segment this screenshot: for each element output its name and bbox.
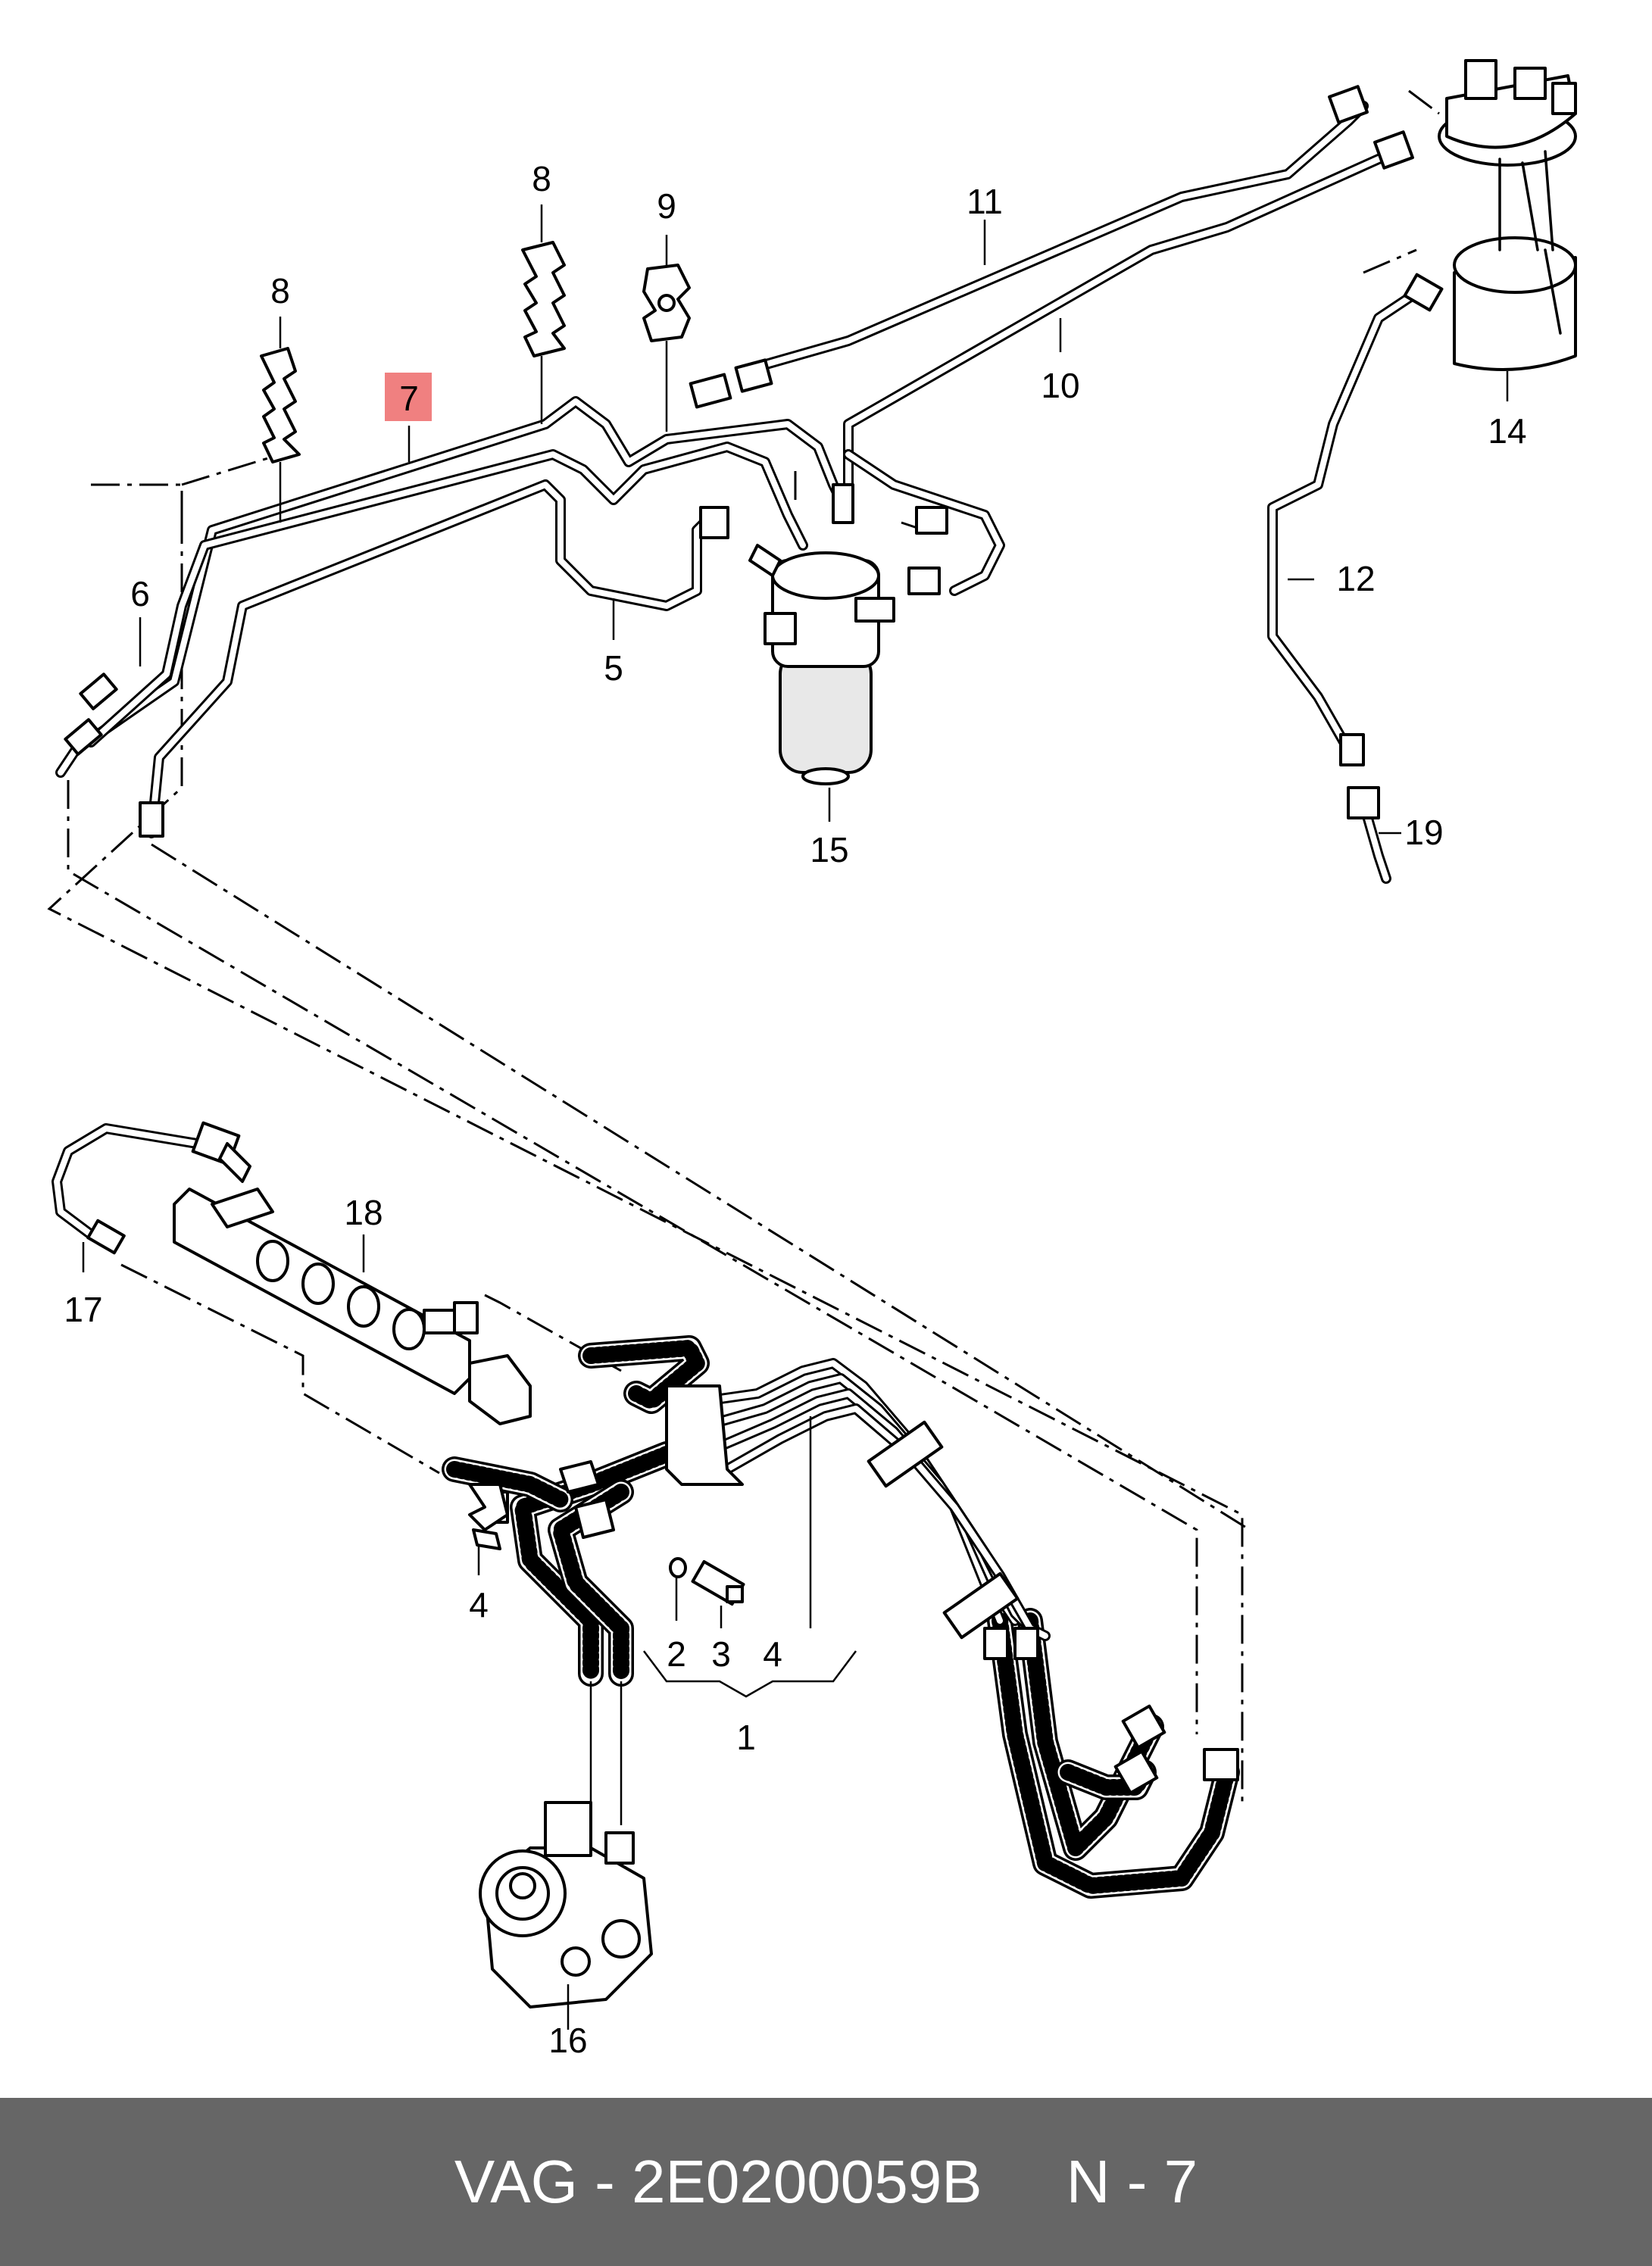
o-ring-2 (669, 1557, 687, 1578)
lower-rigid-lines (699, 1358, 1239, 1795)
callout-11: 11 (967, 182, 1003, 221)
callout-19: 19 (1404, 813, 1443, 852)
callout-10: 10 (1041, 366, 1079, 405)
return-line-17 (52, 1121, 251, 1255)
callout-4-right: 4 (763, 1634, 782, 1674)
leader-lines (82, 204, 1509, 2030)
upper-connectors (64, 85, 1444, 838)
callout-1: 1 (736, 1718, 756, 1757)
callout-15: 15 (810, 830, 848, 869)
callout-17: 17 (64, 1290, 102, 1329)
callout-16: 16 (548, 2021, 587, 2060)
callout-7: 7 (399, 379, 419, 418)
callouts: 1 2 3 4 4 5 6 7 8 8 9 10 11 12 14 15 16 … (64, 159, 1526, 2060)
callout-8-left: 8 (270, 271, 290, 311)
clip-8-left (260, 347, 301, 464)
callout-14: 14 (1488, 411, 1526, 451)
callout-3: 3 (711, 1634, 731, 1674)
callout-2: 2 (667, 1634, 686, 1674)
footer-bar: VAG - 2E0200059B N - 7 (0, 2098, 1652, 2266)
clip-4 (468, 1483, 509, 1550)
clip-9 (642, 264, 691, 342)
clip-8-right (521, 241, 566, 357)
pressure-sender-3 (691, 1560, 745, 1606)
high-pressure-pump (479, 1801, 653, 2008)
callout-5: 5 (604, 648, 623, 688)
part-number-caption: VAG - 2E0200059B N - 7 (454, 2148, 1198, 2215)
callout-9: 9 (657, 186, 676, 226)
callout-18: 18 (344, 1193, 383, 1232)
fuel-rail (173, 1188, 532, 1425)
upper-fuel-lines (55, 101, 1429, 884)
callout-8-right: 8 (532, 159, 551, 198)
guide-lines (47, 89, 1440, 1802)
fuel-filter (748, 544, 895, 785)
highlight-marker (385, 373, 432, 421)
fuel-system-diagram: 1 2 3 4 4 5 6 7 8 8 9 10 11 12 14 15 16 … (47, 59, 1577, 2060)
callout-12: 12 (1336, 559, 1375, 598)
callout-4-left: 4 (469, 1585, 489, 1625)
pump-feed-lines (589, 1681, 623, 1825)
fuel-pump-module (1438, 59, 1577, 371)
callout-6: 6 (130, 574, 150, 613)
